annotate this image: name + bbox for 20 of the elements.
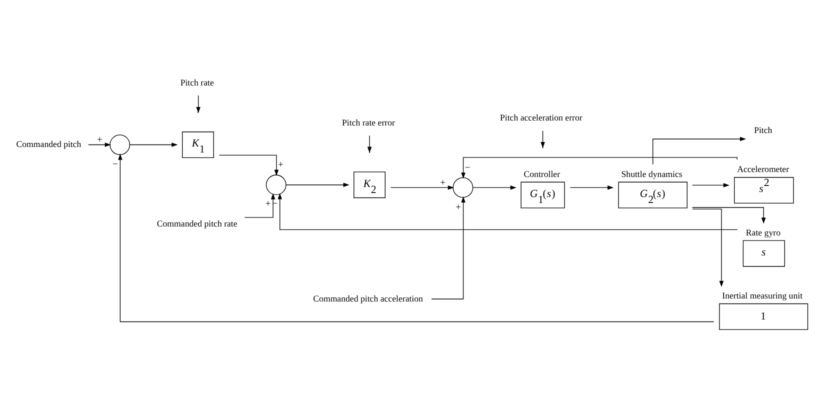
node-label: Shuttle dynamics	[621, 168, 682, 179]
node-text: Commanded pitch acceleration	[313, 293, 423, 304]
edge-label: +	[278, 160, 284, 170]
edge-label: −	[272, 200, 278, 210]
node-label: Accelerometer	[737, 164, 790, 174]
node-text: Pitch acceleration error	[500, 112, 582, 123]
node-label: Rate gyro	[746, 227, 780, 238]
node-text: Pitch rate error	[342, 117, 395, 128]
edge-label: −	[464, 163, 470, 174]
edge-label: +	[265, 200, 271, 210]
edge-label: +	[456, 202, 462, 213]
node-text: Pitch	[754, 124, 772, 135]
edge-label: +	[97, 136, 102, 146]
edge-label: −	[112, 160, 118, 170]
node-label: Controller	[524, 168, 560, 179]
node-text: Pitch rate	[180, 77, 214, 88]
node-text: Commanded pitch rate	[156, 218, 238, 229]
node-text: Commanded pitch	[16, 139, 82, 150]
node-label: Inertial measuring unit	[722, 290, 803, 301]
edge-label: +	[440, 178, 446, 188]
